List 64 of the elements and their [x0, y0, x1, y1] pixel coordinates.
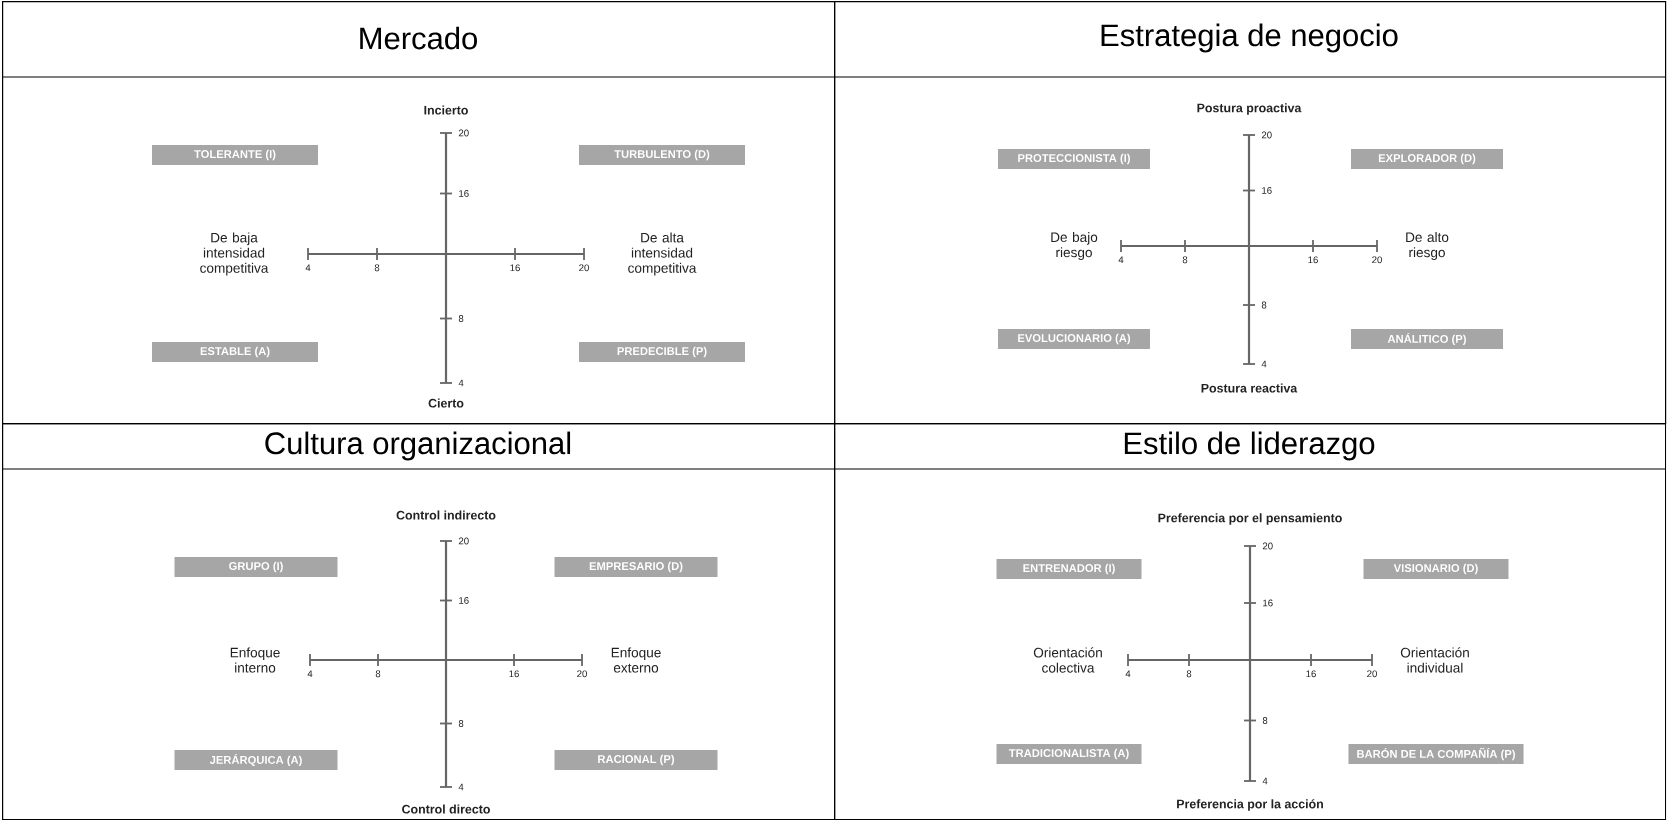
quadrant-label: PROTECCIONISTA (I) — [998, 149, 1150, 169]
axis-title: Control indirecto — [396, 510, 496, 520]
quadrant-label: EXPLORADOR (D) — [1351, 149, 1503, 169]
quadrant-label: GRUPO (I) — [174, 557, 338, 577]
tick-label: 8 — [458, 315, 464, 322]
tick-label: 20 — [577, 670, 587, 678]
tick-label: 16 — [459, 597, 469, 604]
quadrant-label: TOLERANTE (I) — [152, 145, 318, 165]
tick-label: 20 — [579, 264, 589, 272]
tick-label: 20 — [1262, 542, 1273, 550]
quadrant-label: PREDECIBLE (P) — [579, 342, 745, 362]
axis-end-label: Orientación colectiva — [1033, 647, 1102, 673]
tick-label: 4 — [307, 670, 313, 677]
quadrant-label: ESTABLE (A) — [152, 342, 318, 362]
tick-label: 20 — [1367, 670, 1377, 678]
tick-label: 8 — [1261, 301, 1267, 309]
tick-label: 16 — [1306, 670, 1316, 678]
quadrant-label: JERÁRQUICA (A) — [174, 750, 338, 770]
tick-label: 8 — [374, 264, 380, 272]
quadrant-label: BARÓN DE LA COMPAÑÍA (P) — [1348, 744, 1524, 764]
tick-label: 8 — [1182, 256, 1188, 264]
tick-label: 4 — [458, 783, 464, 791]
tick-label: 16 — [1308, 256, 1318, 264]
axis-title: Cierto — [428, 398, 464, 408]
quadrant-label: TURBULENTO (D) — [579, 145, 745, 165]
tick-label: 20 — [1372, 256, 1382, 264]
tick-label: 4 — [1125, 670, 1131, 677]
axis-end-label: Orientación individual — [1400, 647, 1469, 673]
quadrant-label: EVOLUCIONARIO (A) — [998, 329, 1150, 349]
tick-label: 4 — [458, 379, 464, 387]
tick-label: 16 — [509, 670, 519, 678]
axis-end-label: De baja intensidad competitiva — [200, 232, 269, 276]
tick-label: 4 — [1261, 360, 1267, 368]
tick-label: 16 — [510, 264, 520, 272]
tick-label: 4 — [1262, 777, 1268, 785]
axis-title: Postura reactiva — [1201, 383, 1298, 393]
tick-label: 16 — [459, 190, 469, 197]
axis-title: Control directo — [402, 804, 490, 814]
quadrant-label: ANÁLITICO (P) — [1351, 329, 1503, 349]
quadrant-label: ENTRENADOR (I) — [996, 559, 1142, 579]
tick-label: 8 — [458, 720, 464, 727]
quadrant-label: EMPRESARIO (D) — [554, 557, 718, 577]
axis-end-label: Enfoque externo — [611, 647, 661, 673]
tick-label: 20 — [458, 129, 469, 137]
axis-end-label: Enfoque interno — [230, 647, 280, 673]
axis-title: Preferencia por la acción — [1177, 799, 1323, 811]
axis-end-label: De alto riesgo — [1406, 232, 1449, 260]
tick-label: 20 — [1261, 131, 1272, 139]
quadrant-label: RACIONAL (P) — [554, 750, 718, 770]
quadrant-label: VISIONARIO (D) — [1363, 559, 1509, 579]
tick-label: 8 — [1186, 670, 1192, 678]
tick-label: 16 — [1262, 187, 1272, 194]
axis-title: Incierto — [424, 105, 468, 115]
axis-end-label: De alta intensidad competitiva — [628, 232, 697, 276]
tick-label: 20 — [458, 537, 469, 545]
axis-end-label: De bajo riesgo — [1051, 232, 1098, 260]
tick-label: 16 — [1263, 599, 1273, 607]
tick-label: 4 — [1118, 256, 1124, 263]
tick-label: 8 — [1262, 717, 1268, 724]
axis-title: Preferencia por el pensamiento — [1158, 513, 1342, 525]
quadrant-label: TRADICIONALISTA (A) — [996, 744, 1142, 764]
axis-title: Postura proactiva — [1197, 103, 1302, 115]
tick-label: 4 — [305, 264, 311, 271]
tick-label: 8 — [375, 670, 381, 678]
